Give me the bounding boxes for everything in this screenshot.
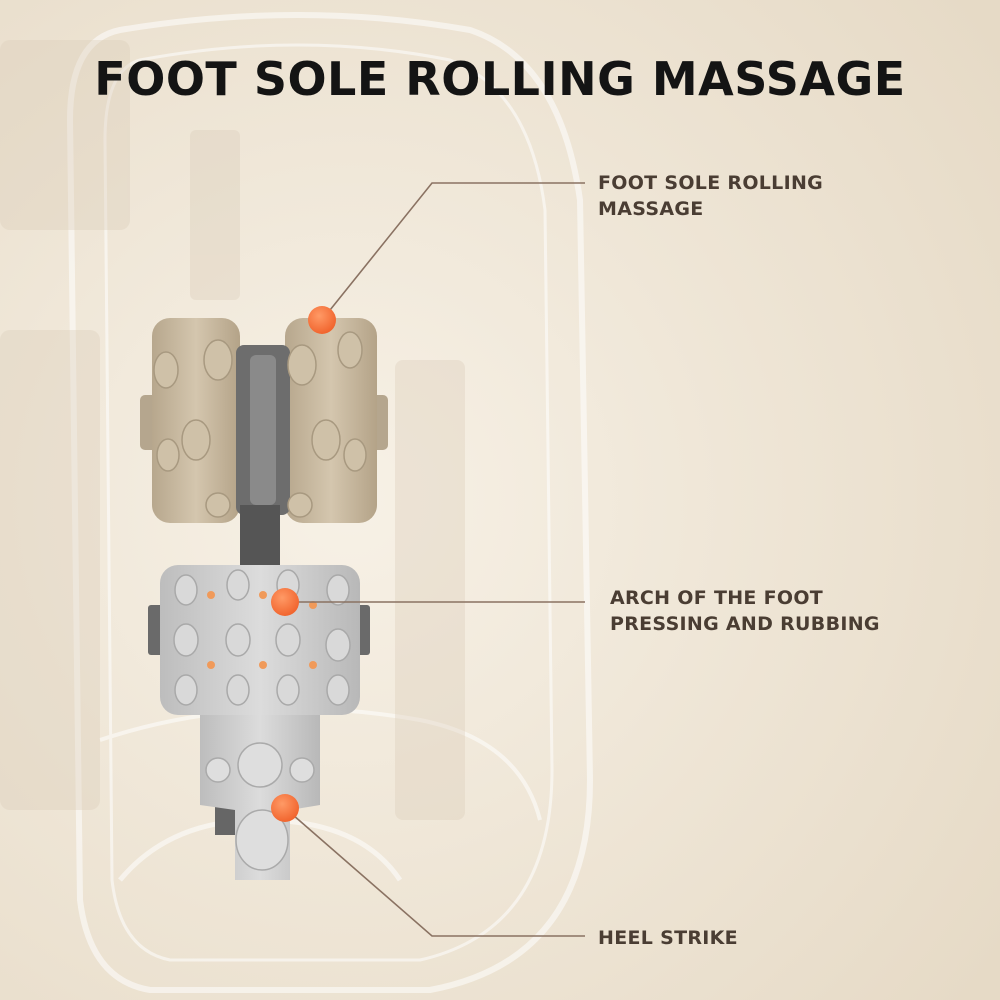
- callout-line-1: FOOT SOLE ROLLING: [598, 172, 824, 194]
- translucent-shell: [66, 12, 594, 993]
- side-rails: [0, 40, 465, 820]
- heel-block: [200, 715, 320, 880]
- leader-line-sole: [321, 182, 585, 321]
- callout-arch-pressing: ARCH OF THE FOOT PRESSING AND RUBBING: [610, 585, 880, 637]
- page-title: FOOT SOLE ROLLING MASSAGE: [94, 52, 906, 106]
- marker-heel: [271, 794, 299, 822]
- callout-foot-sole-rolling: FOOT SOLE ROLLING MASSAGE: [598, 170, 823, 222]
- marker-sole: [308, 306, 336, 334]
- callout-line-1: HEEL STRIKE: [598, 927, 738, 949]
- callout-heel-strike: HEEL STRIKE: [598, 925, 738, 951]
- callout-line-2: MASSAGE: [598, 198, 704, 220]
- marker-arch: [271, 588, 299, 616]
- callout-line-1: ARCH OF THE FOOT: [610, 587, 824, 609]
- marker-points: [271, 306, 336, 822]
- callout-line-2: PRESSING AND RUBBING: [610, 613, 880, 635]
- foot-rollers: [140, 318, 388, 523]
- leader-lines: [284, 182, 585, 937]
- leader-line-heel: [284, 807, 585, 937]
